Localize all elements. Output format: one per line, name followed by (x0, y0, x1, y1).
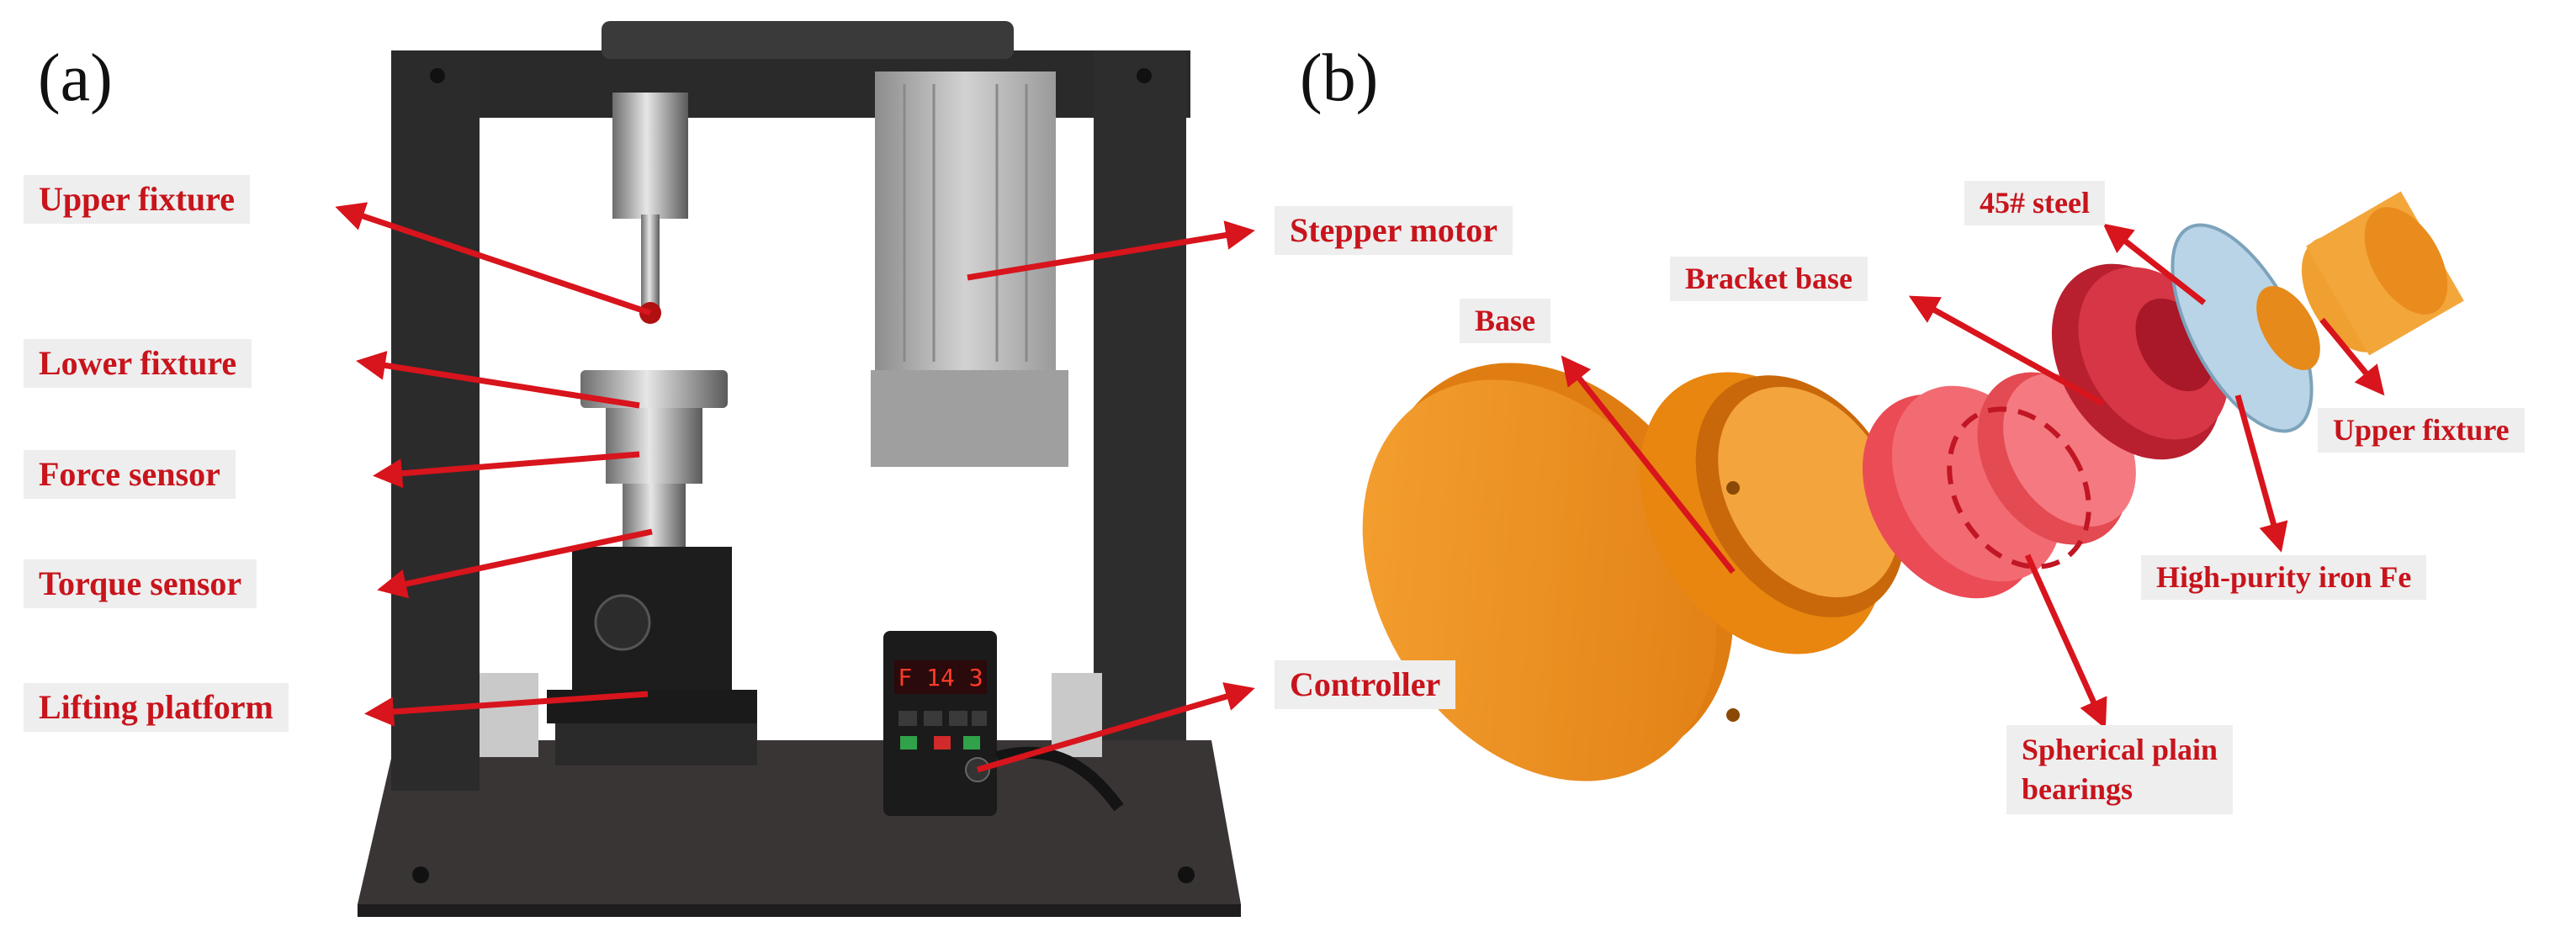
label-bracket-base: Bracket base (1670, 257, 1868, 302)
label-spherical-bearings-line2: bearings (2022, 771, 2133, 806)
frame-left-column (391, 50, 480, 791)
base-part (1362, 363, 1905, 781)
lower-fixture-flange (580, 370, 728, 408)
label-spherical-bearings: Spherical plain bearings (2006, 725, 2234, 814)
arrow-upper-fixture-b (2319, 317, 2385, 396)
controller-readout: F 14 3 (898, 664, 983, 691)
base-plate (358, 740, 1241, 904)
label-torque-sensor: Torque sensor (24, 559, 257, 608)
stepper-motor-gearbox (871, 370, 1068, 467)
label-stepper-motor: Stepper motor (1275, 206, 1513, 255)
label-lifting-platform: Lifting platform (24, 683, 289, 732)
panel-label-b: (b) (1300, 41, 1379, 115)
label-lower-fixture: Lower fixture (24, 339, 252, 388)
arrow-bearings (2024, 554, 2107, 729)
arrow-upper-fixture (335, 202, 652, 316)
arrow-stepper-motor (967, 220, 1255, 281)
arrow-controller (977, 682, 1255, 773)
arrow-45-steel (2102, 223, 2207, 305)
arrow-iron (2234, 395, 2288, 553)
panel-label-a: (a) (38, 41, 113, 115)
stepper-motor-body (875, 72, 1056, 391)
exploded-assembly-view (1362, 191, 2464, 781)
label-45-steel: 45# steel (1964, 181, 2105, 226)
arrow-base (1561, 355, 1736, 575)
test-rig-photo: F 14 3 (358, 21, 1241, 917)
arrow-lower-fixture (356, 351, 640, 409)
label-base: Base (1460, 299, 1550, 344)
label-spherical-bearings-line1: Spherical plain (2022, 733, 2218, 766)
arrow-force-sensor (373, 451, 640, 489)
force-sensor-body (606, 408, 702, 484)
belt-cover (602, 21, 1014, 59)
label-high-purity-iron: High-purity iron Fe (2141, 555, 2427, 601)
arrow-bracket-base (1908, 295, 2105, 407)
frame-top-beam (391, 50, 1190, 118)
label-controller: Controller (1275, 660, 1456, 709)
torque-sensor-body (623, 484, 686, 551)
label-upper-fixture-b: Upper fixture (2318, 408, 2525, 453)
frame-right-column (1094, 50, 1186, 740)
arrow-torque-sensor (377, 528, 653, 599)
arrow-lifting-platform (364, 691, 649, 727)
upper-spindle (612, 93, 688, 219)
label-upper-fixture: Upper fixture (24, 175, 250, 224)
callout-arrows (335, 202, 2385, 773)
label-force-sensor: Force sensor (24, 450, 236, 499)
